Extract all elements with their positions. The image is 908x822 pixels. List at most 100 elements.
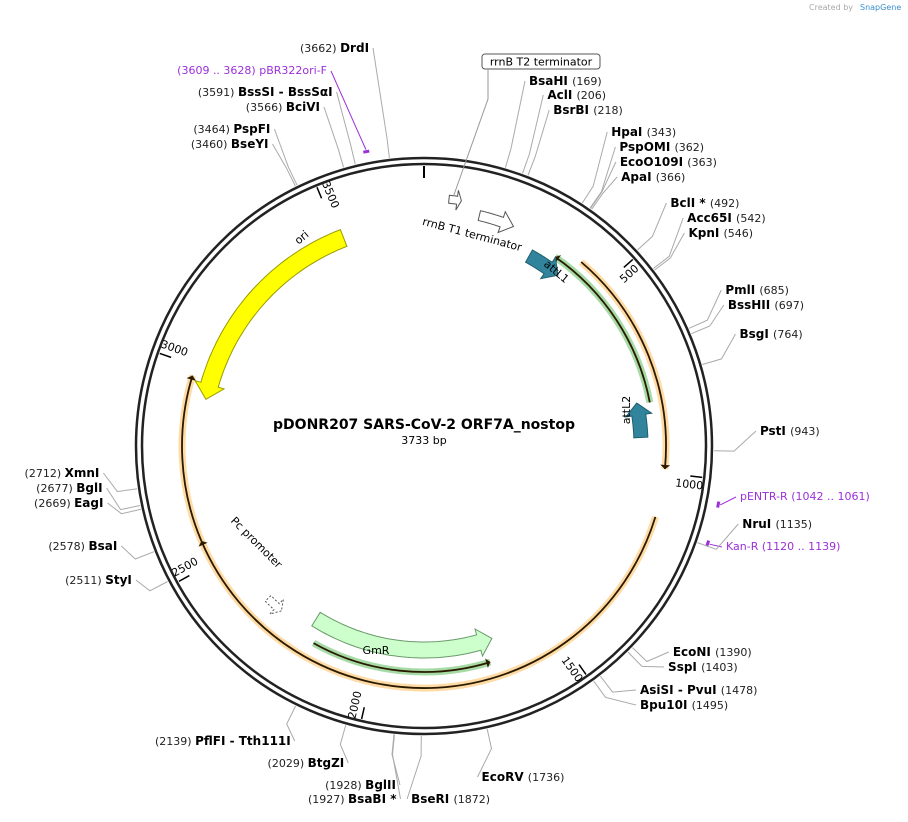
site-label: AsiSI - PvuI (1478) — [640, 683, 757, 697]
site-label: (2669) EagI — [34, 496, 103, 510]
site-leader — [697, 523, 739, 550]
credit-brand: SnapGene — [860, 3, 901, 12]
site-leader — [654, 232, 685, 271]
site-enzyme: EcoO109I — [620, 155, 687, 169]
site-enzyme: BtgZI — [308, 756, 345, 770]
restriction-site: (2139) PflFI - Tth111I — [155, 705, 297, 748]
site-enzyme: BseYI — [231, 137, 269, 151]
restriction-site: Bpu10I (1495) — [593, 680, 728, 712]
site-label: PstI (943) — [760, 424, 820, 438]
feature-attl1-arrow — [524, 249, 559, 280]
site-leader — [600, 675, 637, 693]
site-label: BssHII (697) — [728, 298, 804, 312]
restriction-site: BsaHI (169) — [504, 74, 602, 168]
restriction-site: (2511) StyI — [65, 573, 168, 592]
site-enzyme: XmnI — [65, 466, 100, 480]
site-label: Bpu10I (1495) — [640, 698, 728, 712]
site-enzyme: KpnI — [688, 226, 723, 240]
site-label: EcoRV (1736) — [482, 770, 565, 784]
restriction-site: (2677) BglI — [36, 481, 141, 511]
site-label: HpaI (343) — [611, 125, 676, 139]
restriction-site: SspI (1403) — [627, 651, 738, 674]
site-position: (343) — [647, 126, 677, 139]
primer-label: Kan-R (1120 .. 1139) — [726, 540, 840, 553]
restriction-site: (3662) DrdI — [300, 41, 390, 159]
site-leader — [593, 680, 637, 706]
site-enzyme: BsaBI * — [348, 792, 397, 806]
site-position: (1403) — [701, 661, 738, 674]
site-position: (1928) — [325, 779, 365, 792]
feature-attl2-arrow — [624, 402, 654, 439]
site-enzyme: BclI * — [670, 196, 709, 210]
site-label: (1928) BglII — [325, 778, 396, 792]
site-label: Acc65I (542) — [687, 211, 765, 225]
restriction-site: (1928) BglII — [325, 734, 401, 792]
site-enzyme: BciVI — [286, 100, 320, 114]
site-position: (2029) — [268, 757, 308, 770]
site-leader — [323, 106, 345, 168]
site-enzyme: EcoNI — [673, 645, 715, 659]
site-leader — [273, 128, 298, 186]
site-position: (1135) — [775, 518, 812, 531]
restriction-site: EcoO109I (363) — [589, 155, 717, 209]
restriction-site: AclI (206) — [522, 88, 607, 174]
feature-attl2-label: attL2 — [620, 396, 633, 425]
primer-label: (3609 .. 3628) pBR322ori-F — [177, 64, 327, 77]
restriction-site: AsiSI - PvuI (1478) — [600, 675, 757, 697]
site-label: NruI (1135) — [742, 517, 812, 531]
site-leader — [135, 579, 168, 592]
restriction-site: Acc65I (542) — [653, 211, 766, 269]
tick-label: 1000 — [675, 476, 704, 492]
site-label: (3591) BssSI - BssSαI — [198, 85, 333, 99]
backbone-circle — [134, 156, 714, 736]
restriction-site: BclI * (492) — [637, 196, 739, 251]
tick-label: 500 — [617, 262, 641, 286]
site-label: PspOMI (362) — [619, 140, 704, 154]
site-position: (2669) — [34, 497, 74, 510]
restriction-site: (2029) BtgZI — [268, 725, 349, 770]
site-label: BsaHI (169) — [529, 74, 602, 88]
site-leader — [527, 109, 550, 176]
site-enzyme: Acc65I — [687, 211, 736, 225]
restriction-site: (3460) BseYI — [191, 137, 296, 187]
site-enzyme: BssSI - BssSαI — [238, 85, 333, 99]
site-label: (2511) StyI — [65, 573, 132, 587]
site-leader — [581, 131, 608, 204]
site-label: SspI (1403) — [668, 660, 738, 674]
site-enzyme: PspOMI — [619, 140, 674, 154]
primer-marker — [716, 501, 721, 508]
feature-rrnbt2-label: rrnB T2 terminator — [490, 56, 593, 69]
site-label: BclI * (492) — [670, 196, 739, 210]
site-leader — [504, 80, 526, 168]
site-leader — [120, 545, 155, 560]
site-label: (2578) BsaI — [48, 539, 117, 553]
site-leader — [477, 728, 493, 778]
primer-range: (1120 .. 1139) — [762, 540, 841, 553]
restriction-site: PmlI (685) — [688, 283, 789, 329]
primer-leader — [719, 496, 737, 506]
site-leader — [713, 430, 757, 452]
restriction-site: BsgI (764) — [702, 327, 803, 365]
site-position: (3464) — [193, 123, 233, 136]
primer-marker — [705, 540, 711, 547]
site-leader — [589, 146, 616, 209]
site-position: (3591) — [198, 86, 238, 99]
site-leader — [522, 94, 544, 174]
tick-mark — [360, 707, 366, 720]
site-position: (1495) — [692, 699, 729, 712]
site-position: (697) — [774, 299, 804, 312]
plasmid-title: pDONR207 SARS-CoV-2 ORF7A_nostop — [273, 417, 575, 433]
site-position: (206) — [577, 89, 607, 102]
restriction-site: (2712) XmnI — [25, 466, 138, 493]
orf-line — [200, 516, 657, 689]
site-position: (2139) — [155, 735, 195, 748]
site-leader — [691, 304, 725, 335]
site-enzyme: PflFI - Tth111I — [195, 734, 291, 748]
map-center: pDONR207 SARS-CoV-2 ORF7A_nostop 3733 bp — [273, 417, 575, 447]
restriction-site: ApaI (366) — [591, 170, 685, 210]
credit: Created by SnapGene — [809, 3, 901, 12]
site-leader — [637, 202, 667, 251]
feature-ori-arrow — [194, 228, 348, 400]
site-position: (1872) — [453, 793, 490, 806]
